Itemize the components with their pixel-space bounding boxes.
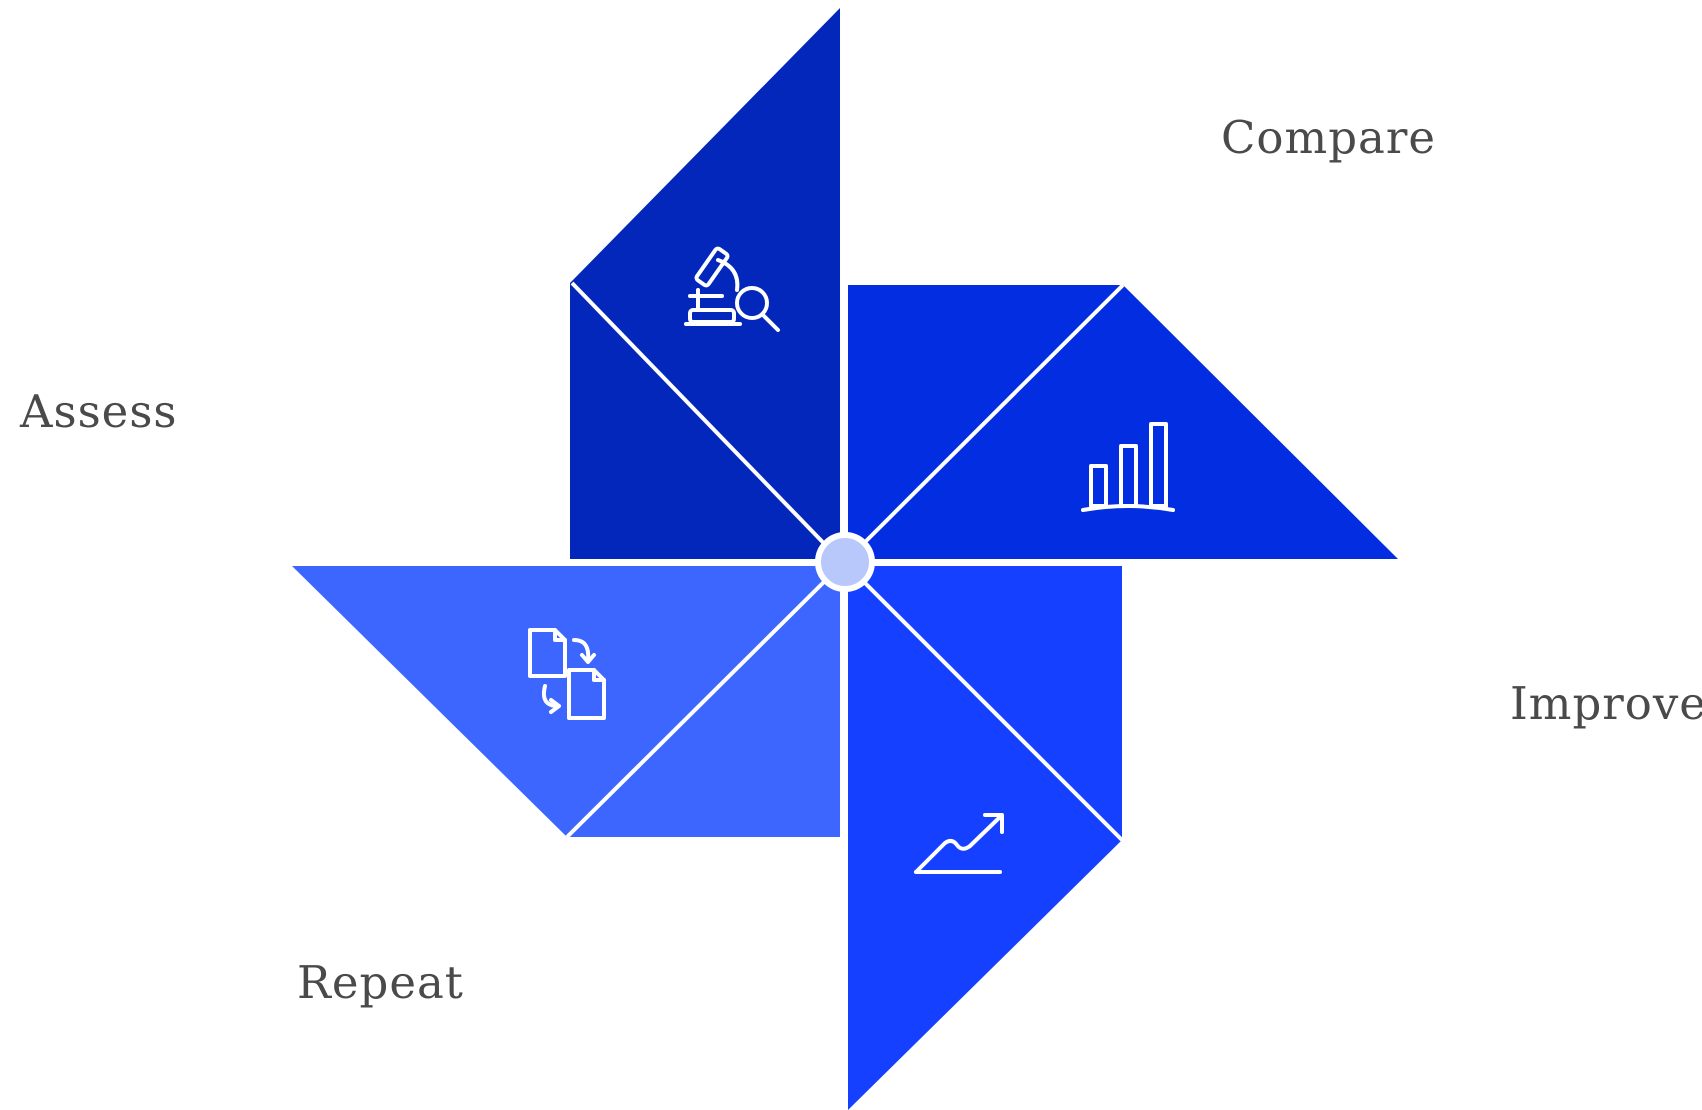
hub-circle	[815, 532, 875, 592]
stage-label-compare: Compare	[1221, 111, 1436, 164]
trend-up-icon	[914, 813, 1004, 874]
blade-improve	[846, 564, 1124, 1110]
stage-label-assess: Assess	[20, 385, 178, 438]
document-cycle-icon	[528, 628, 606, 720]
blade-repeat	[292, 564, 842, 839]
microscope-search-icon	[684, 246, 780, 332]
blade-compare	[846, 283, 1398, 561]
stage-label-repeat: Repeat	[297, 956, 464, 1009]
bar-chart-icon	[1081, 422, 1175, 512]
stage-label-improve: Improve	[1510, 677, 1702, 730]
